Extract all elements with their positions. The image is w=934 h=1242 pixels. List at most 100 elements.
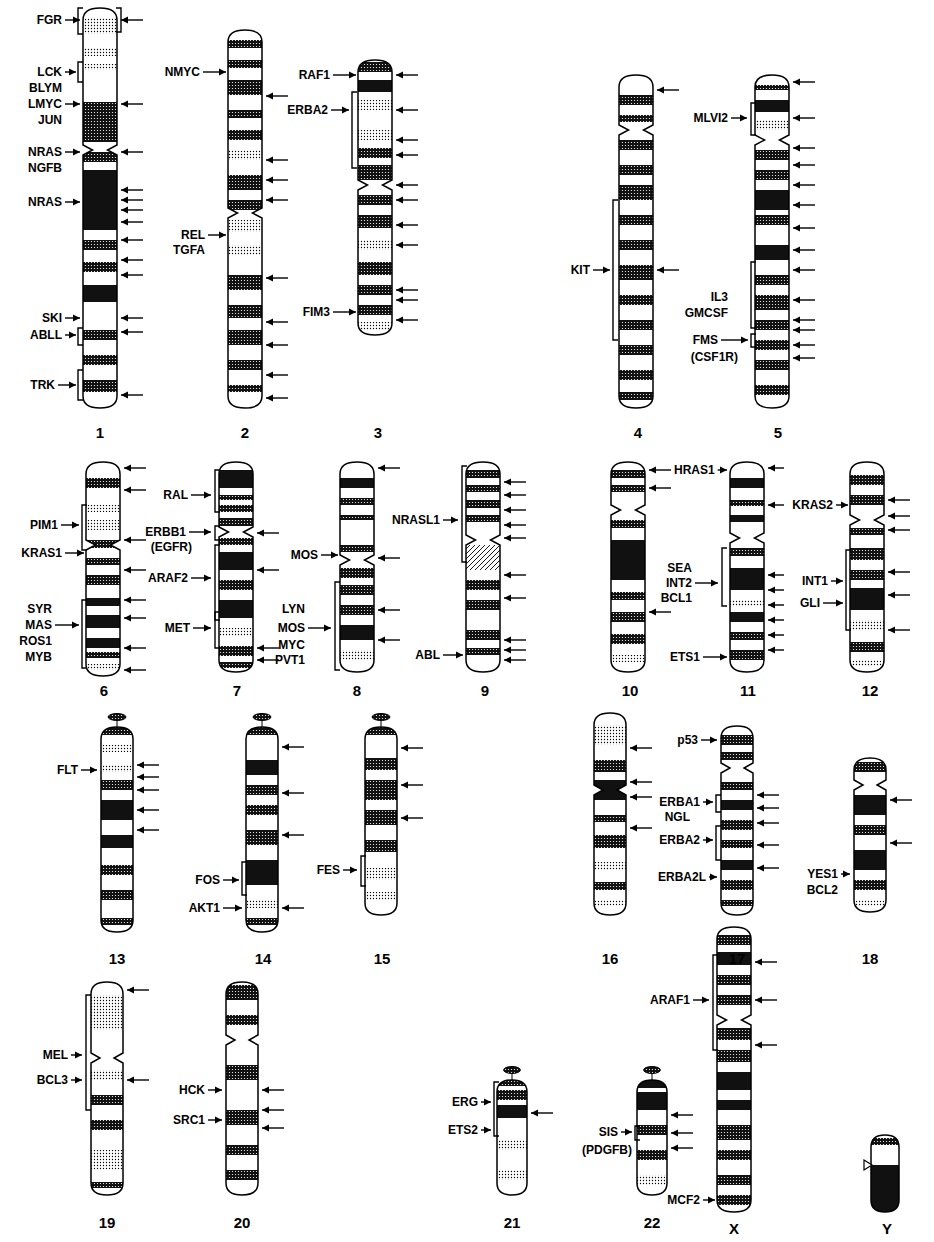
arrow-head <box>127 987 134 994</box>
arrow-head <box>396 152 403 159</box>
chromosome-band <box>496 1140 528 1150</box>
arrow-head <box>888 527 895 534</box>
fragile-site-arrow <box>137 827 159 834</box>
chromosome-band <box>339 585 375 595</box>
chromosome-band <box>716 1028 752 1040</box>
fragile-site-arrow <box>890 840 912 847</box>
gene-arrow <box>65 199 80 206</box>
chromosome-band <box>636 1080 668 1088</box>
chromosome-band <box>636 1092 668 1110</box>
fragile-site-arrow <box>793 79 815 86</box>
chromosome-band <box>853 795 887 815</box>
gene-arrow <box>481 1127 491 1134</box>
chromosome-band <box>227 360 263 370</box>
gene-arrow <box>709 874 717 881</box>
arrow-head <box>504 657 511 664</box>
gene-arrow <box>695 580 718 587</box>
chromosome-ground <box>228 30 262 408</box>
chromosome-number: 19 <box>99 1215 116 1230</box>
chromosome-number: 14 <box>255 951 272 966</box>
gene-bracket <box>462 466 467 562</box>
gene-label: (EGFR) <box>151 541 192 553</box>
chromosome-band <box>618 392 654 400</box>
arrow-head <box>888 592 895 599</box>
fragile-site-arrow <box>124 537 146 544</box>
chromosome-band <box>339 625 375 640</box>
arrow-head <box>124 667 131 674</box>
fragile-site-arrow <box>757 842 779 849</box>
arrow-head <box>484 1099 491 1106</box>
fragile-site-arrow <box>282 905 304 912</box>
chromosome-band <box>618 165 654 175</box>
gene-label: (CSF1R) <box>691 351 738 363</box>
gene-arrow <box>71 1052 82 1059</box>
chromosome-band <box>100 835 134 848</box>
gene-arrow <box>189 529 211 536</box>
arrow-head <box>741 337 748 344</box>
arrow-head <box>282 790 289 797</box>
fragile-site-arrow <box>793 225 815 232</box>
arrow-head <box>266 395 273 402</box>
fragile-site-arrow <box>396 317 418 324</box>
chromosome-band <box>716 1050 752 1062</box>
fragile-site-arrow <box>504 647 526 654</box>
arrow-head <box>504 572 511 579</box>
arrow-head <box>401 745 408 752</box>
gene-arrow <box>836 502 848 509</box>
gene-arrow <box>71 1077 82 1084</box>
gene-arrow <box>65 315 80 322</box>
chromosome <box>100 714 134 933</box>
chromosome-number: 7 <box>233 683 241 698</box>
gene-bracket <box>494 1082 499 1136</box>
chromosome-band <box>85 540 121 548</box>
chromosome-band <box>853 762 887 772</box>
fragile-site-arrow <box>121 101 143 108</box>
chromosome-band <box>849 570 885 580</box>
chromosome-band <box>754 170 790 180</box>
arrow-head <box>757 865 764 872</box>
arrow-head <box>671 1130 678 1137</box>
arrow-head <box>266 342 273 349</box>
fragile-site-arrow <box>282 744 304 751</box>
arrow-head <box>124 645 131 652</box>
arrow-head <box>121 207 128 214</box>
arrow-head <box>657 267 664 274</box>
gene-label: FGR <box>37 14 62 26</box>
band-group <box>849 475 885 666</box>
chromosome-band <box>364 758 398 770</box>
arrow-head <box>137 762 144 769</box>
chromosome <box>339 462 375 672</box>
chromosome-band <box>716 1125 752 1140</box>
chromosome-band <box>227 385 263 392</box>
chromosome <box>610 462 646 672</box>
chromosome-outline <box>340 462 374 672</box>
chromosome-band <box>465 515 501 522</box>
gene-arrow <box>823 600 843 607</box>
fragile-site-arrow <box>888 527 910 534</box>
chromosome-band <box>227 330 263 345</box>
chromosome-band <box>100 918 134 925</box>
chromosome-band <box>729 500 765 506</box>
gene-bracket <box>215 545 220 620</box>
arrow-head <box>121 101 128 108</box>
fragile-site-arrow <box>630 825 652 832</box>
gene-arrow <box>65 332 76 339</box>
arrow-head <box>72 522 79 529</box>
chromosome-band <box>245 805 279 815</box>
gene-label: BLYM <box>29 82 62 94</box>
chromosome-band <box>100 865 134 875</box>
fragile-site-arrow <box>257 645 279 652</box>
gene-label: TGFA <box>173 244 205 256</box>
gene-label: BCL3 <box>37 1074 68 1086</box>
gene-arrow <box>333 309 356 316</box>
fragile-site-arrow <box>504 492 526 499</box>
fragile-site-arrow <box>401 745 423 752</box>
arrow-head <box>649 485 656 492</box>
arrow-head <box>396 182 403 189</box>
arrow-head <box>793 297 800 304</box>
gene-label: FOS <box>195 874 220 886</box>
arrow-head <box>396 297 403 304</box>
gene-bracket <box>716 826 721 860</box>
chromosome-band <box>245 760 279 775</box>
fragile-site-arrow <box>671 1130 693 1137</box>
